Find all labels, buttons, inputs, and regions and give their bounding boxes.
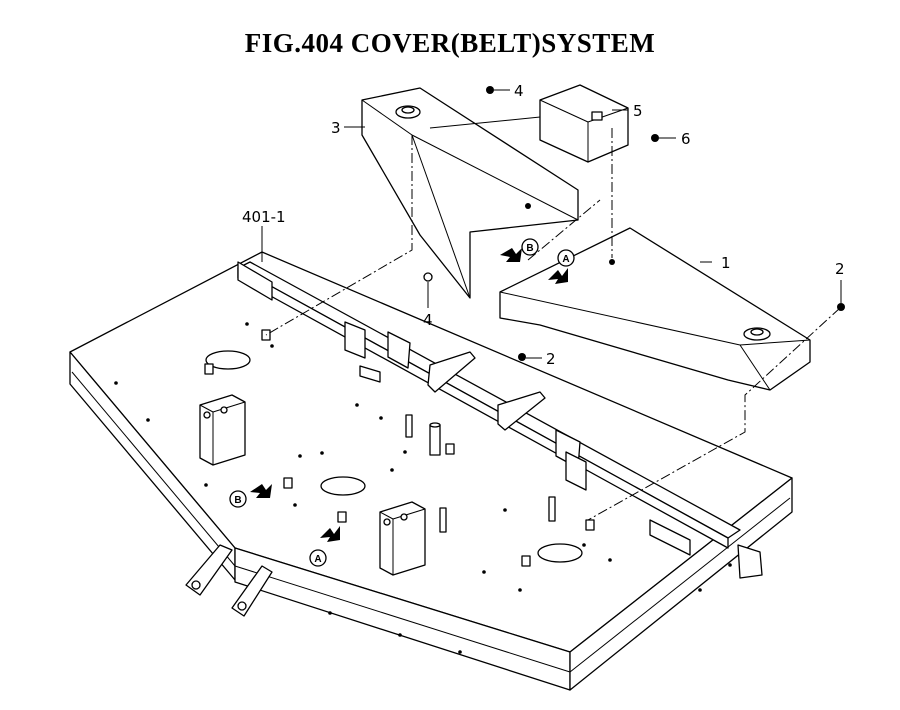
bracket-part-5 [539, 84, 629, 163]
callout-2-right: 2 [835, 260, 845, 278]
marker-B-bottom: B [229, 490, 247, 508]
bracket-rail [237, 261, 763, 579]
marker-A-bottom: A [309, 549, 327, 567]
callout-401-1: 401-1 [242, 208, 286, 226]
callout-6: 6 [681, 130, 691, 148]
callout-4-lower: 4 [423, 311, 433, 329]
callout-2-lower: 2 [546, 350, 556, 368]
marker-label: B [526, 243, 533, 254]
callout-4-top: 4 [514, 82, 524, 100]
spindle-housing-left [199, 394, 246, 466]
callout-labels: 1 2 2 3 4 4 5 6 401-1 [242, 82, 845, 368]
spindle-housing-center [379, 501, 426, 576]
mower-deck [69, 251, 793, 691]
callout-3: 3 [331, 119, 341, 137]
hardware [423, 86, 845, 361]
marker-label: A [314, 554, 321, 565]
marker-label: B [234, 495, 241, 506]
marker-B-top: B [521, 238, 539, 256]
marker-A-top: A [557, 249, 575, 267]
belt-cover-right [499, 227, 811, 391]
leader-lines [261, 89, 842, 359]
callout-1: 1 [721, 254, 731, 272]
direction-arrows [250, 248, 568, 542]
assembly-lines [265, 128, 841, 521]
front-arms [185, 544, 273, 617]
callout-5: 5 [633, 102, 643, 120]
marker-label: A [562, 254, 569, 265]
belt-cover-left [361, 87, 579, 299]
figure-title: FIG.404 COVER(BELT)SYSTEM [244, 28, 656, 58]
